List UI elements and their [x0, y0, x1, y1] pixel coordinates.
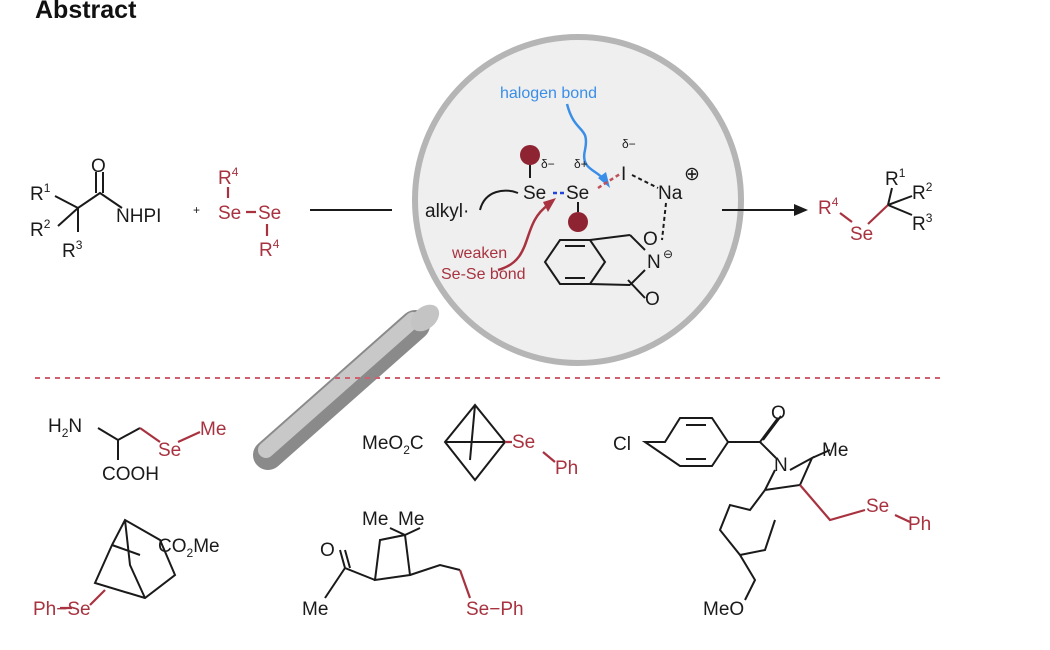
alkyl-radical: alkyl·	[425, 201, 469, 222]
r1-label: R1	[30, 181, 51, 205]
nhpi-label: NHPI	[116, 206, 161, 227]
methyl: Me	[200, 419, 226, 440]
product-r2: R2	[912, 180, 933, 204]
oxygen-top: O	[643, 229, 658, 250]
methyl-ester: MeO2C	[362, 433, 424, 457]
product-selenium: Se	[850, 224, 873, 245]
methyl-1: Me	[362, 509, 388, 530]
nitrogen: N	[647, 252, 661, 273]
r4-bottom-label: R4	[259, 237, 280, 261]
delta-plus-se: δ+	[574, 157, 588, 171]
selenium: Se	[158, 440, 181, 461]
delta-minus-se: δ−	[541, 157, 555, 171]
r4-top-label: R4	[218, 165, 239, 189]
plus-sign: +	[193, 203, 200, 217]
example-indomethacin: Cl O N Me Se Ph MeO	[613, 403, 931, 620]
methyl: Me	[822, 440, 848, 461]
diselenide: R4 Se Se R4	[218, 165, 281, 261]
selenium: Se	[866, 496, 889, 517]
substituent-dot	[520, 145, 540, 165]
carbonyl-oxygen: O	[91, 156, 106, 177]
mechanism-detail: halogen bond alkyl· Se Se δ− δ+ I δ− Na …	[425, 85, 700, 310]
selenium-2: Se	[258, 203, 281, 224]
r2-label: R2	[30, 217, 51, 241]
delta-minus-iodide: δ−	[622, 137, 636, 151]
weaken-label: weaken	[451, 245, 507, 262]
substituent-dot	[568, 212, 588, 232]
abstract-heading: Abstract	[35, 0, 137, 24]
methyl-3: Me	[302, 599, 328, 620]
halogen-bond-arrow	[565, 103, 606, 181]
product-r4: R4	[818, 195, 839, 219]
magnifying-glass-icon	[253, 34, 744, 470]
methyl-ester: CO2Me	[158, 536, 220, 560]
plus-charge: ⊕	[684, 164, 700, 185]
chlorine: Cl	[613, 434, 631, 455]
carboxylic-acid: COOH	[102, 464, 159, 485]
selenium-left: Se	[523, 183, 546, 204]
phenyl: Ph	[555, 458, 578, 479]
oxygen: O	[771, 403, 786, 424]
phenylselanyl: Se−Ph	[466, 599, 524, 620]
nitrogen: N	[774, 455, 788, 476]
phenylselanyl: Ph−Se	[33, 599, 91, 620]
ketone-oxygen: O	[320, 540, 335, 561]
iodide: I	[621, 164, 626, 185]
methyl-2: Me	[398, 509, 424, 530]
sodium: Na	[658, 183, 683, 204]
product-selenide: R4 Se R1 R2 R3	[818, 166, 933, 245]
example-selenomethionine: H2N COOH Se Me	[48, 416, 226, 485]
carboxylic-acid-nhpi-ester: R1 R2 R3 O NHPI	[30, 156, 161, 262]
product-r1: R1	[885, 166, 906, 190]
r3-label: R3	[62, 238, 83, 262]
selenium-1: Se	[218, 203, 241, 224]
example-cyclobutane: Me Me O Me Se−Ph	[302, 509, 524, 620]
product-r3: R3	[912, 211, 933, 235]
oxygen-bottom: O	[645, 289, 660, 310]
se-se-bond-label: Se-Se bond	[441, 266, 526, 283]
selenium-right: Se	[566, 183, 589, 204]
minus-charge: ⊖	[663, 247, 673, 261]
selenium: Se	[512, 432, 535, 453]
halogen-bond-label: halogen bond	[500, 85, 597, 102]
amine: H2N	[48, 416, 82, 440]
weaken-arrow	[497, 203, 549, 272]
example-bicyclopentane: MeO2C Se Ph	[362, 403, 578, 482]
phenyl: Ph	[908, 514, 931, 535]
methoxy: MeO	[703, 599, 744, 620]
example-bicyclooctane: CO2Me Ph−Se	[33, 518, 220, 620]
